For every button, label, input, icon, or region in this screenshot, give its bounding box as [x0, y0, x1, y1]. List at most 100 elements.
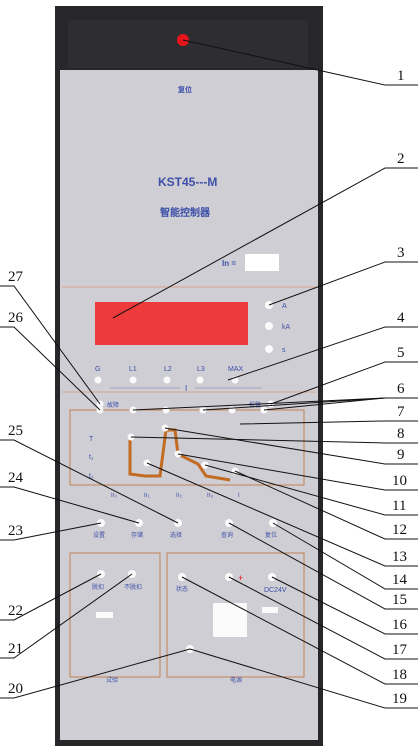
leader-5 [270, 361, 418, 405]
leader-24 [0, 486, 140, 524]
callout-4: 4 [397, 310, 405, 326]
key-store-label: 存储 [131, 531, 143, 539]
phase-label-g: G [95, 366, 100, 373]
key-set-label: 设置 [93, 531, 105, 539]
curve-axis-label-3: Ir₂ [176, 493, 183, 499]
current-symbol: I [185, 384, 187, 393]
callout-27: 27 [8, 269, 24, 285]
phase-led-l2 [163, 376, 171, 384]
callout-23: 23 [8, 523, 23, 539]
leader-13 [146, 462, 418, 567]
leader-6b [202, 397, 386, 411]
callout-6: 6 [397, 381, 405, 397]
callout-12: 12 [392, 522, 407, 538]
leader-26 [0, 326, 101, 411]
test-panel [69, 552, 161, 678]
leader-20 [0, 648, 191, 699]
phase-label-l1: L1 [129, 366, 137, 373]
key-query-label: 查询 [221, 531, 233, 539]
dc24v-connector [262, 607, 278, 613]
callout-7: 7 [397, 404, 405, 420]
unit-label-ka: kA [282, 324, 291, 331]
leader-7 [239, 420, 418, 425]
curve-axis-label-5: I [238, 493, 240, 499]
test-switch[interactable] [96, 612, 113, 618]
leader-3 [268, 261, 418, 306]
callout-21: 21 [8, 641, 23, 657]
callout-19: 19 [392, 691, 407, 707]
callout-leaders [0, 39, 418, 709]
leader-25 [0, 439, 179, 524]
alarm-label: 报警 [249, 401, 261, 409]
curve-t-label: T [89, 436, 94, 443]
led-display [95, 302, 248, 345]
phase-led-l1 [129, 376, 137, 384]
leader-14 [272, 522, 418, 590]
leader-10 [177, 453, 418, 491]
curve-axis-label-1: Ir₂ [111, 493, 118, 499]
phase-led-l3 [196, 376, 204, 384]
controller-subtitle: 智能控制器 [160, 206, 211, 219]
leader-15 [228, 522, 418, 610]
callout-24: 24 [8, 470, 24, 486]
dc24v-label: DC24V [264, 587, 287, 594]
phase-label-max: MAX [228, 366, 244, 373]
in-value-box [245, 254, 279, 271]
status-label: 状态 [176, 585, 188, 593]
curve-led-3 [162, 406, 170, 414]
leader-27 [0, 285, 101, 405]
phase-led-g [94, 376, 102, 384]
callout-numbers: 1 2 3 4 5 6 7 8 9 10 11 12 13 14 15 16 1… [8, 68, 408, 707]
callout-16: 16 [392, 617, 408, 633]
callout-22: 22 [8, 603, 23, 619]
model-title: KST45---M [158, 175, 217, 189]
leader-9 [164, 427, 418, 465]
top-cap [68, 20, 308, 68]
reset-label: 复位 [177, 85, 192, 94]
phase-label-l3: L3 [197, 366, 205, 373]
key-reset-label: 复位 [265, 531, 277, 539]
in-label: In = [222, 259, 236, 268]
leader-22 [0, 573, 102, 621]
callout-13: 13 [392, 549, 407, 565]
callout-5: 5 [397, 345, 405, 361]
phase-label-l2: L2 [164, 366, 172, 373]
unit-label-s: s [282, 347, 286, 354]
no-trip-label: 不脱扣 [124, 583, 142, 591]
leader-12 [234, 470, 418, 540]
callout-1: 1 [397, 68, 405, 84]
callout-25: 25 [8, 423, 23, 439]
callout-8: 8 [397, 426, 405, 442]
leader-4 [227, 326, 418, 381]
callout-26: 26 [8, 310, 24, 326]
callout-15: 15 [392, 592, 407, 608]
callout-14: 14 [392, 572, 408, 588]
callout-20: 20 [8, 681, 23, 697]
callout-3: 3 [397, 245, 405, 261]
leader-6c [263, 397, 386, 411]
curve-t2-label: t₂ [89, 473, 94, 480]
power-panel [166, 552, 305, 678]
leader-2 [112, 167, 418, 319]
curve-frame [69, 409, 305, 486]
leader-19 [189, 648, 418, 709]
trip-label: 脱扣 [92, 583, 104, 591]
unit-label-a: A [282, 303, 287, 310]
test-label: 试验 [106, 676, 118, 684]
curve-axis-label-4: Ir₃ [207, 493, 214, 499]
leader-16 [271, 576, 418, 635]
curve-line [128, 428, 231, 482]
plus-label: + [238, 573, 243, 583]
callout-11: 11 [392, 498, 406, 514]
callout-18: 18 [392, 667, 407, 683]
fault-label: 故障 [107, 401, 119, 409]
leader-21 [0, 573, 133, 659]
key-select-label: 选择 [170, 531, 182, 539]
callout-9: 9 [397, 447, 405, 463]
callout-10: 10 [392, 473, 407, 489]
power-label: 电源 [230, 676, 242, 684]
unit-led-s [265, 345, 273, 353]
leader-8 [130, 436, 418, 444]
leader-18 [181, 576, 418, 685]
